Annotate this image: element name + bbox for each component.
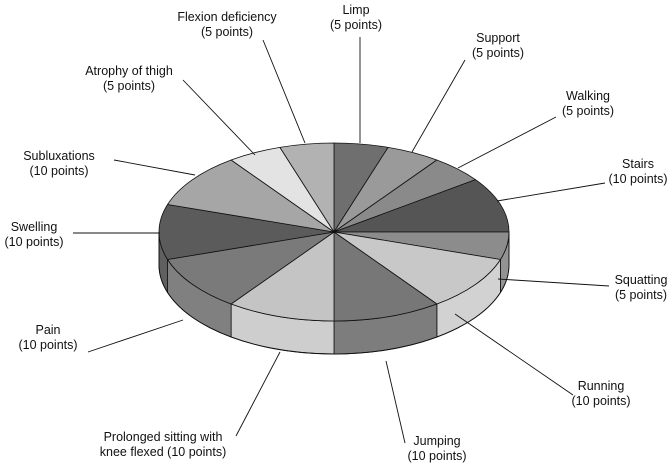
slice-label-support: Support(5 points) xyxy=(472,31,524,60)
leader-line-walking xyxy=(457,116,557,169)
leader-line-atrophy-of-thigh xyxy=(182,79,256,156)
leader-line-subluxations xyxy=(113,159,196,176)
pie-slice-prolonged-sitting-with-knee-flexed xyxy=(230,231,335,322)
leader-line-squatting xyxy=(497,278,610,287)
pie-slice-stairs xyxy=(333,179,510,233)
slice-label-atrophy-of-thigh: Atrophy of thigh(5 points) xyxy=(85,64,173,93)
slice-label-subluxations: Subluxations(10 points) xyxy=(23,149,95,178)
slice-label-limp: Limp(5 points) xyxy=(330,3,382,32)
slice-label-squatting: Squatting(5 points) xyxy=(615,273,668,302)
leader-line-running xyxy=(454,313,574,396)
pie-slice-running xyxy=(333,231,501,305)
slice-label-jumping: Jumping(10 points) xyxy=(407,434,466,463)
pie-slice-jumping xyxy=(333,231,438,322)
leader-line-prolonged-sitting-with-knee-flexed xyxy=(235,351,281,437)
slice-label-running: Running(10 points) xyxy=(571,379,630,408)
leader-line-support xyxy=(411,59,466,153)
leader-line-flexion-deficiency xyxy=(262,39,306,144)
leader-line-stairs xyxy=(496,182,606,202)
slice-labels: Limp(5 points) Support(5 points) Walking(5… xyxy=(4,3,667,463)
pie-slice-flexion-deficiency xyxy=(279,142,335,233)
pie-top-layer xyxy=(158,142,510,355)
slice-label-walking: Walking(5 points) xyxy=(562,89,614,118)
slice-label-stairs: Stairs(10 points) xyxy=(608,157,667,186)
slice-label-pain: Pain(10 points) xyxy=(18,323,77,352)
pie-slice-pain xyxy=(167,231,335,305)
slice-label-swelling: Swelling(10 points) xyxy=(4,220,63,249)
slice-label-flexion-deficiency: Flexion deficiency(5 points) xyxy=(177,10,277,39)
leader-line-pain xyxy=(87,319,184,353)
pie-slice-subluxations xyxy=(167,159,335,233)
leader-line-jumping xyxy=(385,360,406,444)
leader-lines xyxy=(73,37,610,444)
pie-rim-outline xyxy=(158,232,510,355)
